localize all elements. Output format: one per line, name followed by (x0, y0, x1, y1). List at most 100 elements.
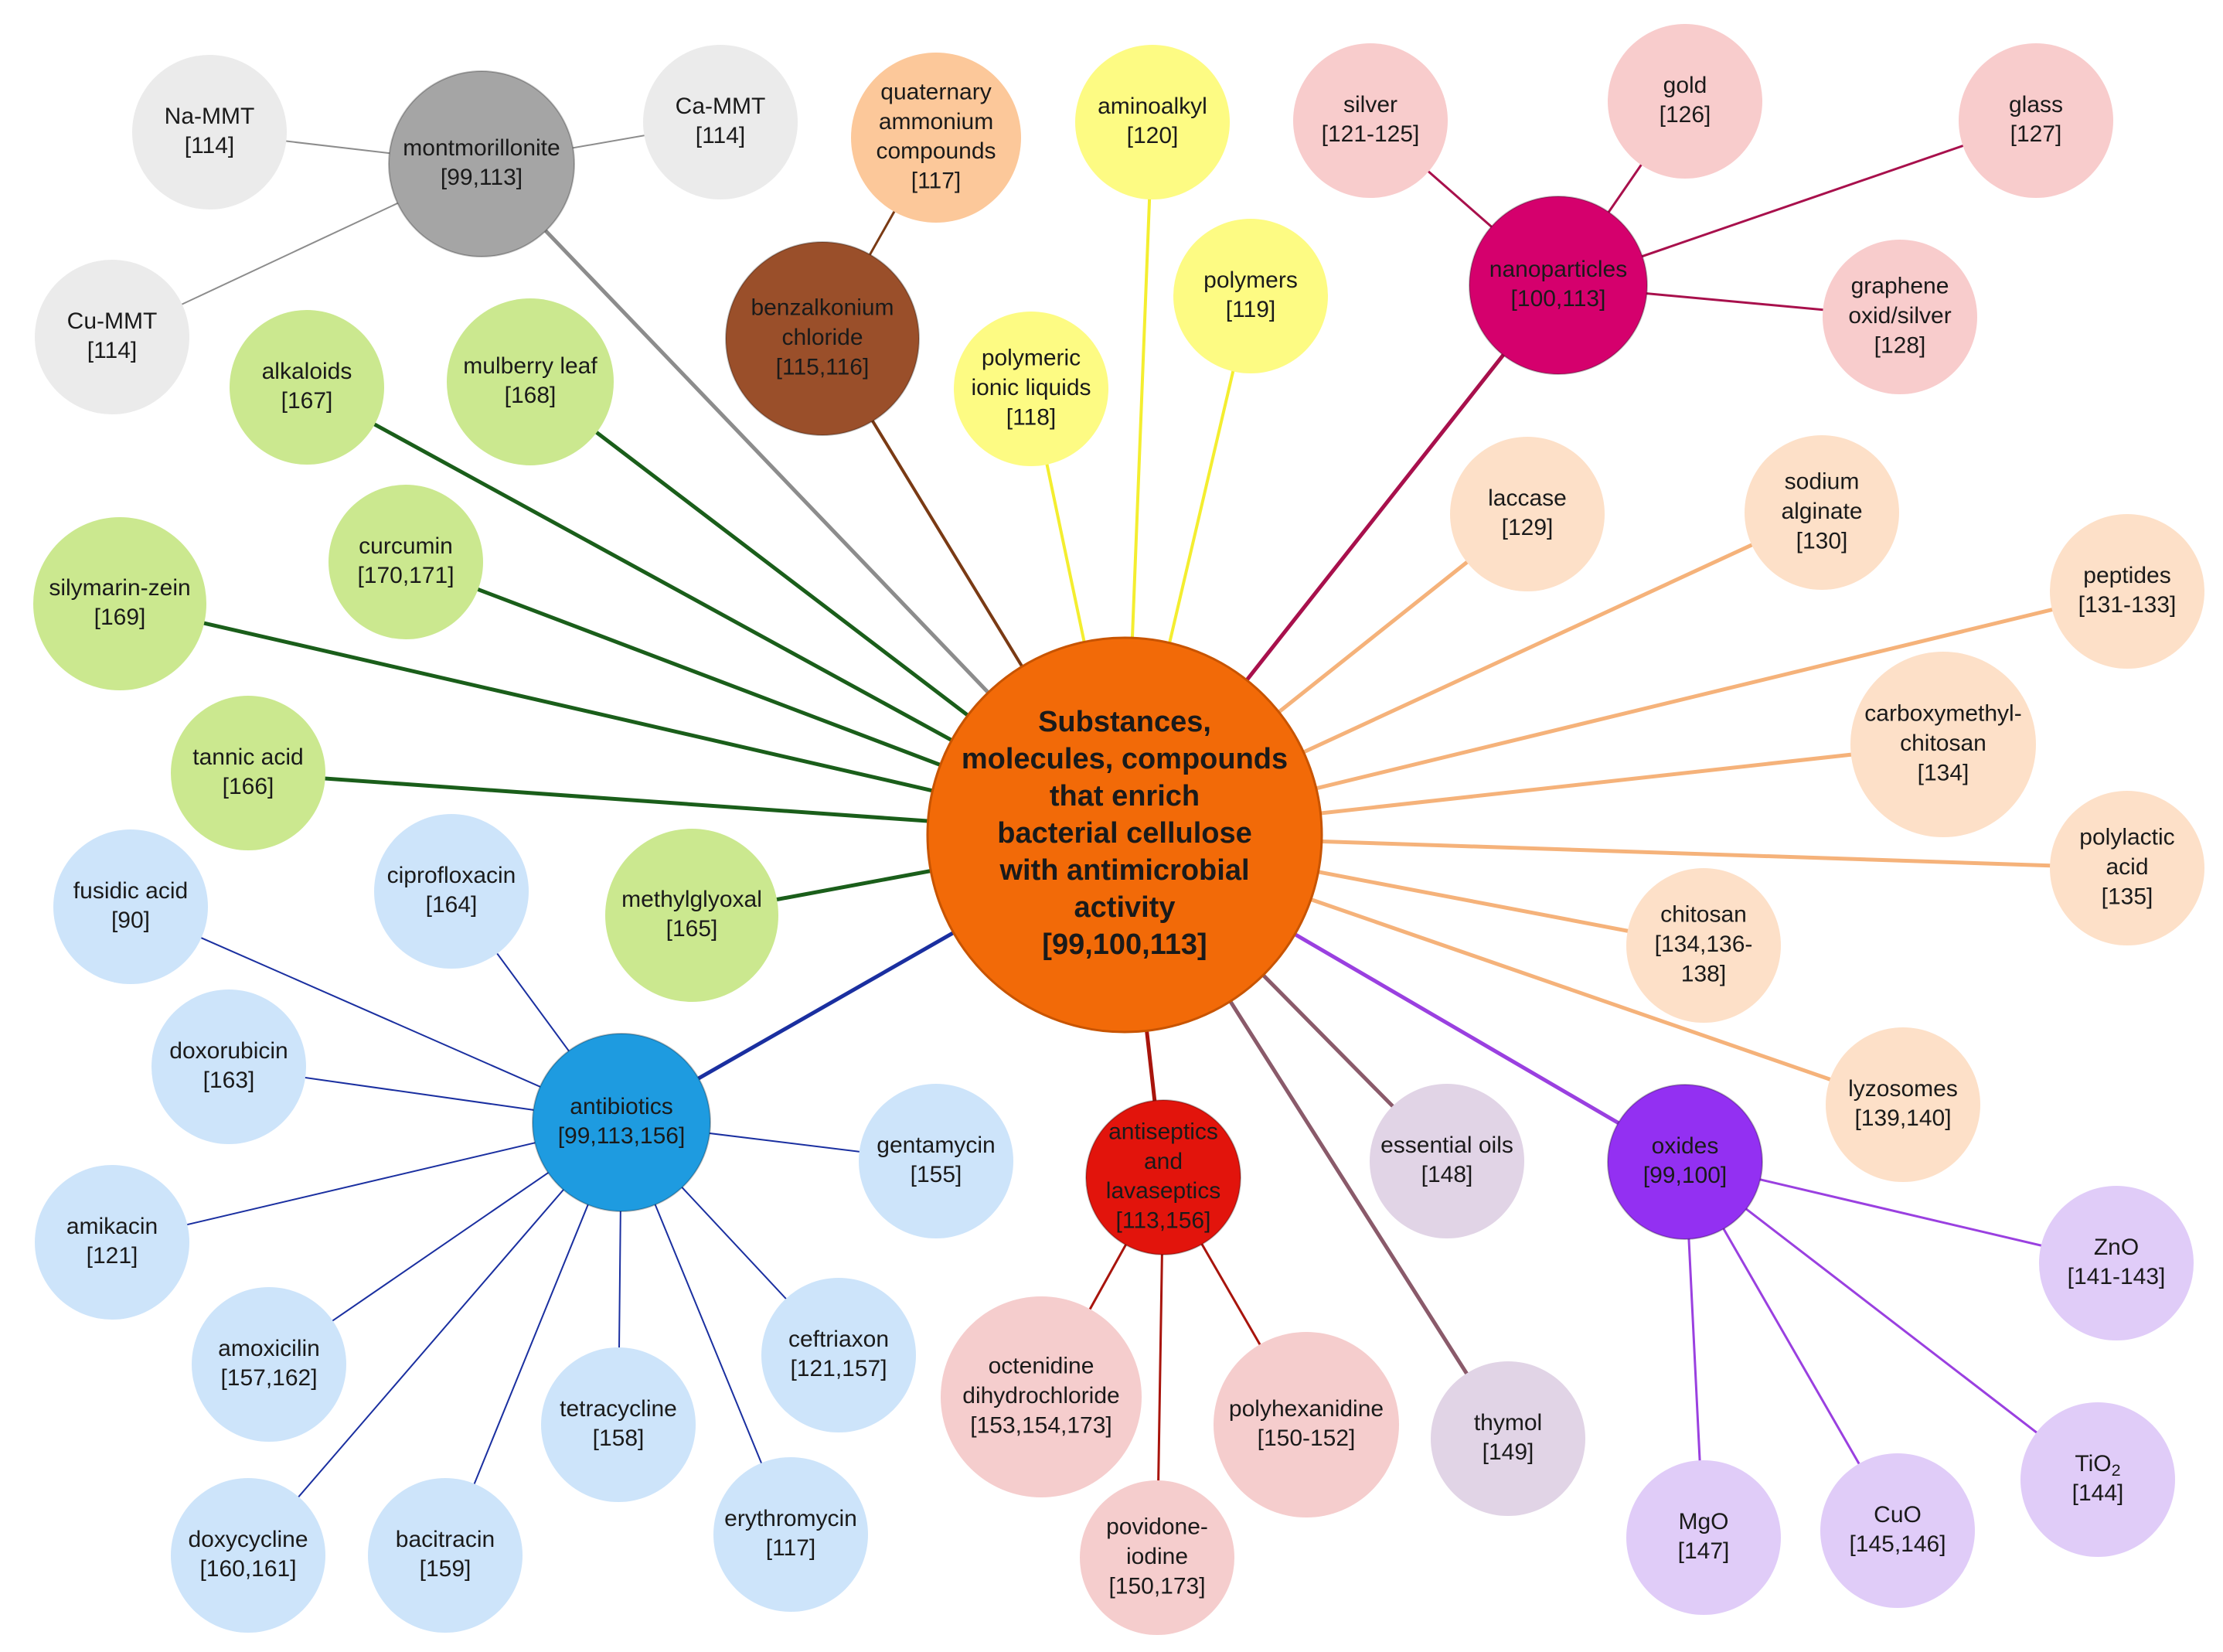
node-label-line: chitosan (1660, 902, 1747, 928)
node-label-line: compounds (876, 138, 996, 164)
node-label-line: [168] (505, 383, 557, 408)
node-label-line: graphene (1851, 274, 1949, 299)
node-nanoparticles: nanoparticles[100,113] (1469, 196, 1648, 375)
node-label-tannic-acid: tannic acid[166] (192, 744, 303, 799)
node-label-line: essential oils (1380, 1133, 1513, 1158)
node-label-line: amoxicilin (218, 1336, 320, 1361)
node-zno: ZnO[141-143] (2039, 1186, 2194, 1340)
node-label-line: Cu-MMT (67, 308, 158, 334)
node-label-line: [121-125] (1322, 121, 1420, 147)
node-silver: silver[121-125] (1293, 43, 1448, 198)
node-label-line: [163] (203, 1068, 255, 1093)
node-circle-laccase (1450, 437, 1605, 591)
node-thymol: thymol[149] (1431, 1361, 1585, 1516)
node-label-line: octenidine (989, 1354, 1094, 1379)
node-circle-antiseptics (1085, 1099, 1241, 1255)
node-label-line: [160,161] (199, 1556, 296, 1582)
node-cu-mmt: Cu-MMT[114] (35, 260, 189, 414)
central-label-line: with antimicrobial (999, 854, 1249, 887)
edge-doxycycline (247, 1122, 622, 1556)
node-circle-aminoalkyl (1075, 45, 1230, 199)
node-label-na-mmt: Na-MMT[114] (165, 104, 255, 158)
node-cuo: CuO[145,146] (1820, 1453, 1975, 1608)
node-label-tio2: TiO2[144] (2072, 1451, 2124, 1506)
node-label-cu-mmt: Cu-MMT[114] (67, 308, 158, 363)
node-label-line: [167] (281, 388, 333, 414)
node-circle-fusidic-acid (53, 829, 208, 984)
node-label-amoxicilin: amoxicilin[157,162] (218, 1336, 320, 1391)
node-label-line: [127] (2010, 121, 2062, 147)
node-label-line: [150,173] (1108, 1573, 1205, 1599)
node-label-line: nanoparticles (1489, 257, 1627, 282)
node-label-tetracycline: tetracycline[158] (560, 1396, 677, 1451)
node-label-chitosan: chitosan[134,136-138] (1655, 902, 1753, 987)
node-label-line: laccase (1488, 485, 1567, 511)
node-tannic-acid: tannic acid[166] (171, 696, 325, 850)
node-label-line: polylactic (2079, 825, 2174, 850)
node-label-line: [134] (1918, 760, 1969, 785)
node-circle-gold (1608, 24, 1762, 179)
node-lyzosomes: lyzosomes[139,140] (1826, 1027, 1980, 1182)
node-label-line: [170,171] (357, 563, 454, 588)
node-label-line: ionic liquids (971, 375, 1091, 400)
node-label-line: doxycycline (188, 1527, 308, 1552)
node-label-glass: glass [127] (2009, 92, 2063, 147)
node-doxorubicin: doxorubicin[163] (151, 989, 306, 1144)
node-label-line: quaternary (880, 79, 991, 104)
node-label-ca-mmt: Ca-MMT[114] (676, 94, 766, 148)
node-label-line: [147] (1678, 1538, 1730, 1564)
node-antibiotics: antibiotics[99,113,156] (532, 1033, 711, 1212)
node-label-line: tannic acid (192, 744, 303, 770)
node-label-line: alginate (1781, 499, 1862, 524)
node-label-line: [115,116] (776, 354, 870, 380)
node-label-line: chloride (781, 325, 863, 350)
node-label-line: [159] (420, 1556, 471, 1582)
node-label-line: [158] (593, 1425, 645, 1451)
node-label-gentamycin: gentamycin[155] (877, 1133, 995, 1187)
node-label-line: polymeric (982, 346, 1081, 371)
node-circle-amoxicilin (192, 1287, 346, 1442)
node-curcumin: curcumin [170,171] (329, 485, 483, 639)
node-label-line: curcumin (359, 533, 453, 559)
node-label-line: [90] (111, 908, 150, 933)
node-label-zno: ZnO[141-143] (2068, 1235, 2166, 1289)
node-label-line: glass (2009, 92, 2063, 118)
node-circle-ca-mmt (643, 45, 798, 199)
node-label-line: [113,156] (1116, 1208, 1211, 1234)
node-bacitracin: bacitracin[159] (368, 1478, 523, 1633)
node-label-line: lyzosomes (1848, 1076, 1958, 1102)
node-label-mgo: MgO[147] (1678, 1509, 1730, 1564)
node-circle-alkaloids (230, 310, 384, 465)
node-label-line: polyhexanidine (1229, 1396, 1384, 1422)
node-label-alkaloids: alkaloids[167] (262, 359, 352, 414)
node-label-oxides: oxides[99,100] (1643, 1133, 1727, 1188)
node-label-line: [144] (2072, 1480, 2124, 1506)
node-circle-oxides (1607, 1084, 1763, 1240)
node-essential-oils: essential oils[148] (1370, 1084, 1524, 1238)
node-circle-cu-mmt (35, 260, 189, 414)
node-tetracycline: tetracycline[158] (541, 1347, 696, 1502)
node-label-line: erythromycin (724, 1506, 857, 1531)
node-povidone-iodine: povidone-iodine[150,173] (1080, 1480, 1234, 1635)
node-label-line: [130] (1796, 528, 1848, 554)
central-label-line: bacterial cellulose (997, 817, 1252, 850)
node-label-mulberry-leaf: mulberry leaf[168] (463, 353, 597, 408)
node-circle-glass (1959, 43, 2113, 198)
node-label-line: carboxymethyl- (1864, 701, 2021, 727)
node-label-line: dihydrochloride (962, 1383, 1119, 1408)
node-label-line: [131-133] (2078, 592, 2177, 618)
node-circle-peptides (2050, 514, 2204, 669)
node-mulberry-leaf: mulberry leaf[168] (447, 298, 614, 465)
node-label-gold: gold[126] (1660, 73, 1711, 128)
node-glass: glass [127] (1959, 43, 2113, 198)
node-methylglyoxal: methylglyoxal[165] (605, 829, 778, 1002)
node-label-line: oxid/silver (1848, 303, 1951, 329)
node-silymarin-zein: silymarin-zein[169] (33, 517, 206, 690)
node-label-line: povidone- (1106, 1514, 1208, 1540)
node-label-fusidic-acid: fusidic acid[90] (73, 878, 188, 933)
node-label-line: gentamycin (877, 1133, 995, 1158)
